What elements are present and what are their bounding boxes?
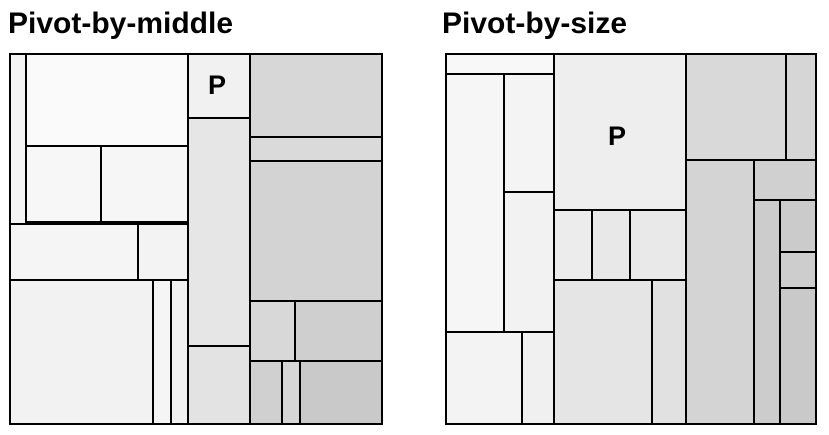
treemap-rect [786,54,816,160]
treemap-rect [446,54,554,74]
pivot-by-size-panel: Pivot-by-size [430,0,829,435]
treemap-rect [26,146,101,222]
treemap-rect [26,54,188,146]
pivot-by-middle-svg: P [9,53,383,425]
pivot-by-size-title: Pivot-by-size [442,7,628,40]
treemap-rect [153,280,171,424]
treemap-rect [250,54,382,137]
treemap-rect [188,346,250,424]
treemap-rect [780,252,816,288]
pivot-by-middle-treemap: P [0,50,399,430]
treemap-rect [504,192,554,332]
treemap-rect [250,361,282,424]
treemap-rect [101,146,188,222]
pivot-by-size-treemap: P [430,50,829,430]
treemap-rect [446,332,522,424]
treemap-rect [504,74,554,192]
treemap-rect [652,280,686,424]
pivot-label: P [608,121,626,151]
treemap-rect [138,224,188,280]
pivot-by-middle-panel: Pivot-by-middle [0,0,400,435]
treemap-rect [754,160,816,200]
treemap-rect [300,361,382,424]
treemap-rect [250,301,295,361]
pivot-by-middle-title: Pivot-by-middle [8,7,234,40]
treemap-rect [554,280,652,424]
treemap-rect [554,210,592,280]
pivot-rect [188,54,250,118]
treemap-rect [282,361,300,424]
treemap-rect [630,210,686,280]
pivot-rect [554,54,686,210]
treemap-rect [780,288,816,424]
treemap-rect [592,210,630,280]
pivot-label: P [208,70,226,100]
pivot-by-size-svg: P [445,53,817,425]
treemap-rect [188,118,250,346]
treemap-rect [686,160,754,424]
treemap-rect [686,54,786,160]
treemap-rect [446,74,504,332]
treemap-rect [780,200,816,252]
treemap-rect [171,280,188,424]
treemap-rect [10,280,153,424]
treemap-rect [10,224,138,280]
treemap-rect [754,200,780,424]
treemap-rect [295,301,382,361]
treemap-rect [522,332,554,424]
treemap-rect [250,137,382,161]
treemap-rect [250,161,382,301]
